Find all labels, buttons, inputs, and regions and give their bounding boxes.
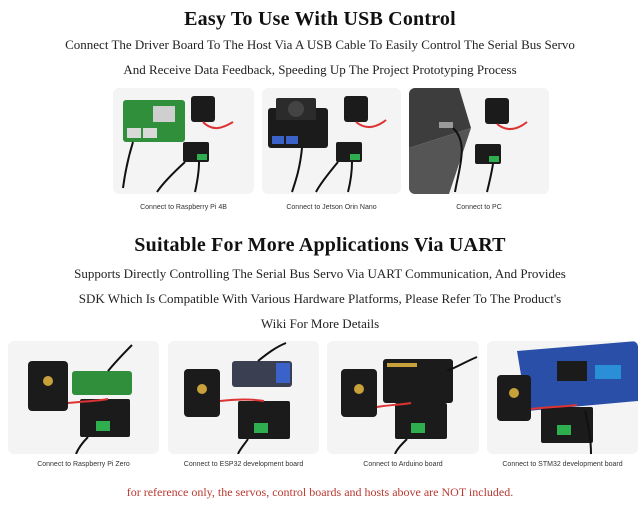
image-raspberry-pi-4b — [113, 88, 254, 194]
caption-stm32: Connect to STM32 development board — [502, 461, 623, 468]
caption-raspberry-pi-4b: Connect to Raspberry Pi 4B — [140, 204, 227, 211]
image-jetson-orin-nano — [262, 88, 401, 194]
uart-description-line-3: Wiki For More Details — [260, 316, 380, 331]
disclaimer-note: for reference only, the servos, control … — [126, 485, 514, 499]
usb-description-line-2: And Receive Data Feedback, Speeding Up T… — [123, 62, 517, 77]
image-raspberry-pi-zero — [8, 341, 159, 454]
uart-description-line-1: Supports Directly Controlling The Serial… — [74, 266, 566, 281]
image-stm32 — [487, 341, 638, 454]
image-arduino — [327, 341, 479, 454]
uart-description-line-2: SDK Which Is Compatible With Various Har… — [78, 291, 562, 306]
caption-esp32: Connect to ESP32 development board — [183, 461, 304, 468]
usb-description-line-1: Connect The Driver Board To The Host Via… — [65, 37, 575, 52]
uart-section-title: Suitable For More Applications Via UART — [134, 234, 506, 256]
caption-arduino: Connect to Arduino board — [363, 461, 443, 468]
caption-raspberry-pi-zero: Connect to Raspberry Pi Zero — [37, 461, 130, 468]
usb-section-title: Easy To Use With USB Control — [184, 8, 456, 30]
image-esp32 — [168, 341, 319, 454]
image-pc — [409, 88, 549, 194]
caption-pc: Connect to PC — [456, 204, 502, 211]
caption-jetson-orin-nano: Connect to Jetson Orin Nano — [286, 204, 377, 211]
